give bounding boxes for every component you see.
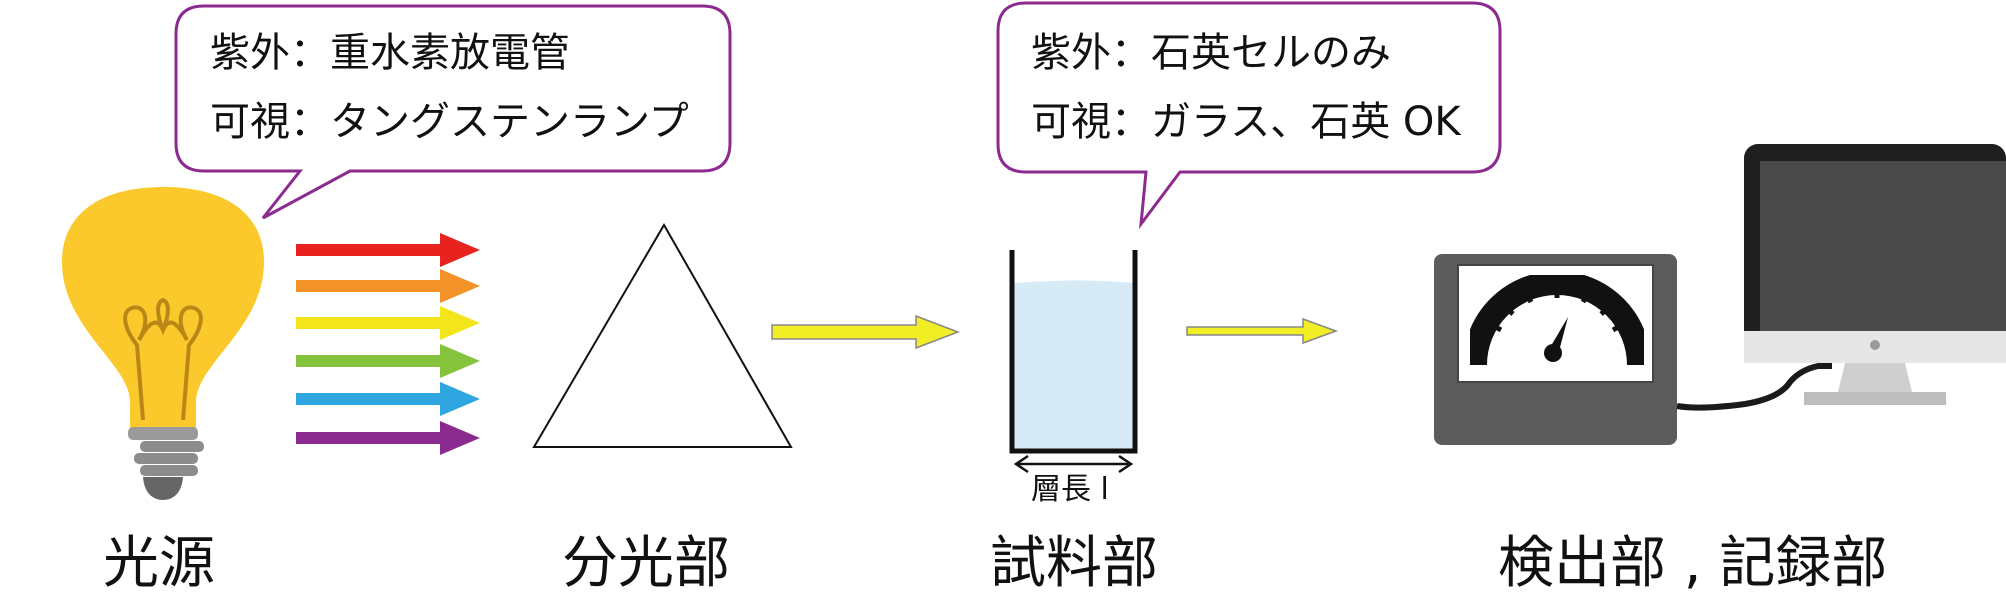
path-length-arrow (1013, 454, 1134, 474)
monochromator-label: 分光部 (562, 531, 730, 596)
spectrum-arrow-1 (296, 233, 480, 267)
cable (1676, 363, 1832, 411)
light-source-callout (174, 4, 732, 220)
spectrum-arrow-2 (296, 269, 480, 303)
light-source-note-visible: 可視：タングステンランプ (210, 99, 689, 145)
detector-recorder-label: 検出部 , 記録部 (1498, 531, 1888, 596)
spectrum-arrow-5 (296, 382, 480, 416)
computer-monitor-icon (1744, 144, 2006, 405)
light-source-note-uv: 紫外：重水素放電管 (210, 30, 570, 76)
cuvette-icon (1009, 250, 1138, 454)
prism-icon (532, 223, 793, 448)
light-bulb-icon (62, 187, 264, 500)
meter-icon (1434, 254, 1677, 445)
spectrum-arrow-4 (296, 344, 480, 378)
spectrum-arrows (296, 233, 480, 455)
beam-arrow-to-sample (771, 314, 961, 350)
light-source-label: 光源 (103, 531, 215, 596)
sample-callout (996, 1, 1502, 230)
sample-note-visible: 可視：ガラス、石英 OK (1031, 99, 1461, 145)
spectrum-arrow-6 (296, 421, 480, 455)
spectrum-arrow-3 (296, 306, 480, 340)
sample-label: 試料部 (990, 531, 1158, 596)
path-length-label: 層長 l (1031, 472, 1109, 507)
beam-arrow-to-detector (1186, 317, 1339, 345)
sample-note-uv: 紫外：石英セルのみ (1031, 30, 1391, 76)
